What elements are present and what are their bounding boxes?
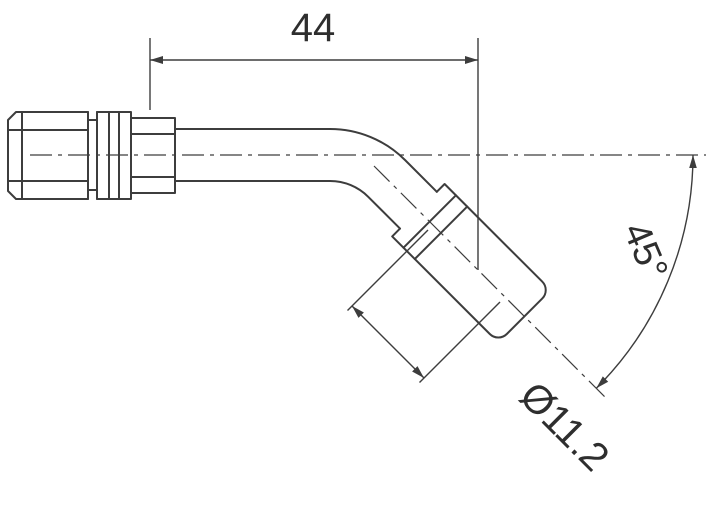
length-arrow-right-icon [465, 56, 478, 64]
centerlines [30, 154, 706, 401]
socket-crimp-line-1 [402, 194, 457, 249]
groove-lines [87, 111, 98, 200]
diameter-arrow-upper-icon [352, 306, 364, 318]
fitting-body [7, 111, 547, 339]
collar-band-lines [108, 111, 120, 200]
bend-inner-edge [329, 179, 401, 230]
dimension-angle: 45° [595, 154, 697, 389]
diameter-dimension-label: Ø11.2 [511, 374, 617, 480]
length-dimension-label: 44 [291, 6, 336, 50]
nut-flat-lines [130, 133, 176, 178]
angle-arc [595, 154, 694, 389]
centerline-angled [373, 165, 609, 401]
socket-outline [391, 183, 547, 339]
dimension-diameter: Ø11.2 [347, 229, 617, 480]
bend-outer-edge [329, 127, 438, 193]
length-arrow-left-icon [150, 56, 163, 64]
angle-dimension-label: 45° [614, 217, 675, 286]
angle-arrow-bottom-icon [596, 376, 609, 389]
diameter-extension-line-upper [347, 229, 429, 311]
diameter-extension-line-lower [419, 301, 501, 383]
dimension-length: 44 [149, 6, 479, 270]
diameter-dimension-line [351, 305, 425, 379]
collar-outline [96, 111, 132, 200]
diameter-arrow-lower-icon [412, 366, 424, 378]
angle-arrow-top-icon [689, 155, 697, 168]
socket-crimp-line-2 [413, 205, 469, 260]
